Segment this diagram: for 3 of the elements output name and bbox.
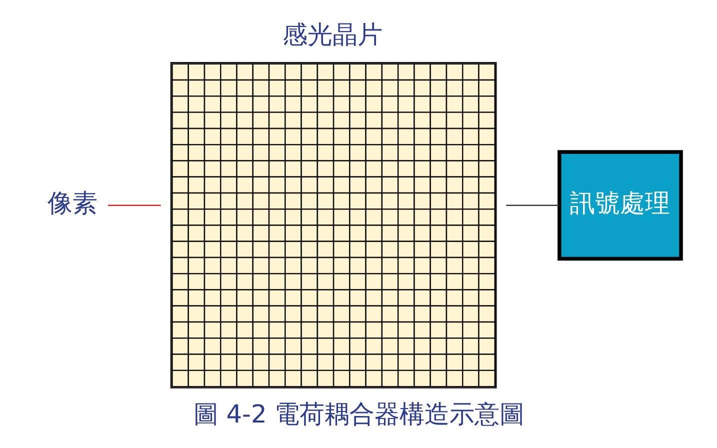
node-label: 感光晶片: [282, 20, 382, 49]
node-text: 像素: [46, 188, 97, 218]
caption: 圖 4-2 電荷耦合器構造示意圖: [192, 400, 524, 429]
